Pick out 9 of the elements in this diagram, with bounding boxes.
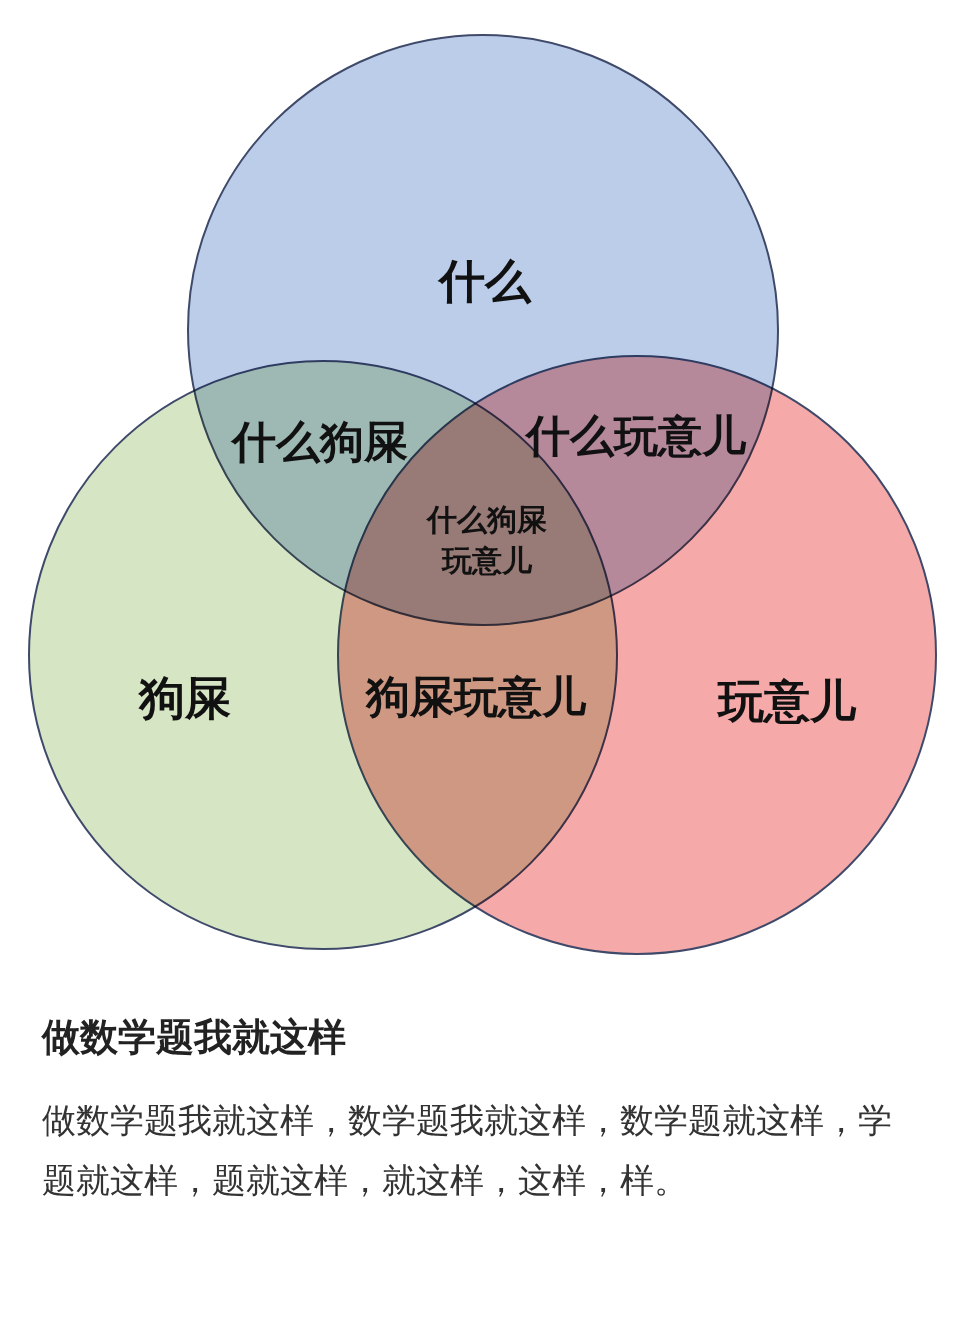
overlap-label: 什么狗屎玩意儿: [425, 500, 548, 579]
overlap-label: 什么玩意儿: [524, 409, 748, 464]
set-label: 什么: [439, 253, 531, 310]
set-label: 狗屎: [139, 670, 231, 727]
set-label: 玩意儿: [718, 673, 856, 730]
overlap-label: 什么狗屎: [230, 415, 409, 470]
overlap-label: 狗屎玩意儿: [364, 670, 588, 725]
heading: 做数学题我就这样: [42, 1014, 346, 1061]
body-text: 做数学题我就这样，数学题我就这样，数学题就这样，学题就这样，题就这样，就这样，这样，样。: [42, 1099, 893, 1202]
